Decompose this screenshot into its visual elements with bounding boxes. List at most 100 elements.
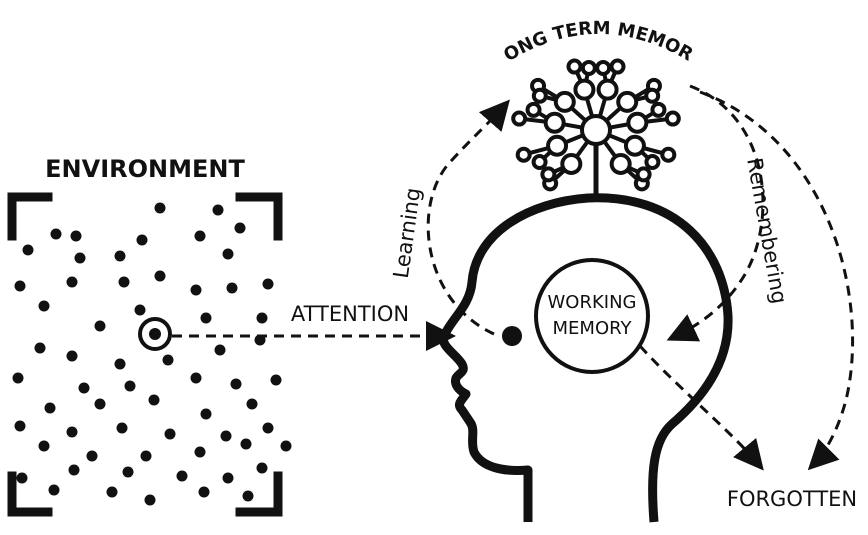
environment-dot <box>222 248 234 260</box>
environment-dot <box>118 276 130 288</box>
frame-corner-top-right <box>235 192 283 241</box>
environment-dot <box>212 204 224 216</box>
environment-dot <box>256 462 268 474</box>
environment-dot <box>78 382 90 394</box>
environment-dot <box>50 228 62 240</box>
environment-dot <box>94 398 106 410</box>
frame-corner-top-left <box>7 192 53 241</box>
environment-dot <box>114 250 126 262</box>
environment-dot <box>194 230 206 242</box>
environment-dot <box>48 484 60 496</box>
environment-dot <box>280 440 292 452</box>
neural-node <box>596 78 619 101</box>
environment-dot <box>262 422 274 434</box>
working-memory-label-line2: MEMORY <box>553 318 633 339</box>
environment-dot <box>240 438 252 450</box>
environment-dot <box>234 222 246 234</box>
head-outline <box>438 193 733 523</box>
environment-dot <box>194 446 206 458</box>
neural-node <box>580 59 597 76</box>
environment-dot <box>164 428 176 440</box>
environment-dot <box>38 440 50 452</box>
environment-dot <box>68 464 80 476</box>
environment-dot <box>190 284 202 296</box>
working-memory-label-line1: WORKING <box>548 292 637 313</box>
neural-node <box>546 134 569 157</box>
neural-node <box>650 101 667 118</box>
environment-dot <box>114 358 126 370</box>
environment-dot <box>144 494 156 506</box>
forgotten-arrow-from-working-memory <box>638 344 764 471</box>
long-term-memory-network <box>511 58 681 192</box>
environment-label: ENVIRONMENT <box>45 155 245 183</box>
frame-corner-bottom-left <box>7 471 53 517</box>
environment-dot <box>22 244 34 256</box>
neural-node <box>553 90 576 113</box>
environment-dot <box>134 304 146 316</box>
neural-node <box>609 152 632 175</box>
neural-node <box>626 111 649 134</box>
environment-dot <box>148 394 160 406</box>
environment-dot <box>124 380 136 392</box>
environment-dot <box>106 486 118 498</box>
neural-node <box>664 110 681 127</box>
environment-dot <box>66 276 78 288</box>
environment-dot <box>200 408 212 420</box>
head-eye <box>502 326 522 346</box>
environment-dot <box>176 470 188 482</box>
environment-dot <box>140 450 152 462</box>
environment-dot <box>220 430 232 442</box>
environment-dot <box>230 378 242 390</box>
environment-dot <box>70 230 82 242</box>
neural-node <box>515 146 532 163</box>
attention-label: ATTENTION <box>291 302 409 326</box>
learning-arrow <box>426 99 510 336</box>
neural-core-node <box>580 114 612 146</box>
environment-dot <box>162 354 174 366</box>
environment-dot <box>242 490 254 502</box>
environment-dot <box>226 282 238 294</box>
neural-node <box>511 110 528 127</box>
environment-dot <box>214 344 226 356</box>
neural-node <box>644 154 661 171</box>
environment-dot <box>246 398 258 410</box>
environment-frame <box>7 192 283 517</box>
environment-dots <box>12 202 292 506</box>
neural-node <box>560 152 583 175</box>
environment-dot <box>86 450 98 462</box>
environment-dot <box>34 342 46 354</box>
environment-dot <box>44 402 56 414</box>
environment-dot <box>14 420 26 432</box>
environment-dot <box>200 312 212 324</box>
environment-dot <box>116 422 128 434</box>
working-memory-circle <box>534 258 650 374</box>
environment-dot <box>262 278 274 290</box>
long-term-memory-label: LONG TERM MEMORY <box>0 0 697 66</box>
neural-node <box>623 134 646 157</box>
environment-dot <box>122 466 134 478</box>
environment-dot <box>94 320 106 332</box>
environment-dot <box>38 300 50 312</box>
environment-dot <box>222 472 234 484</box>
remembering-label: Remembering <box>742 156 791 306</box>
neural-node <box>573 78 596 101</box>
environment-dot <box>190 372 202 384</box>
learning-label: Learning <box>389 186 425 280</box>
environment-dot <box>270 374 282 386</box>
remembering-arrow <box>666 84 765 342</box>
neural-node <box>660 146 677 163</box>
attention-target <box>138 317 172 351</box>
environment-dot <box>66 350 78 362</box>
environment-dot <box>66 426 78 438</box>
neural-node <box>609 58 626 75</box>
neural-node <box>531 154 548 171</box>
environment-dot <box>12 372 24 384</box>
forgotten-arrow-from-long-term-memory <box>699 90 855 471</box>
environment-dot <box>136 234 148 246</box>
environment-dot <box>198 486 210 498</box>
neural-node <box>531 87 548 104</box>
neural-node <box>595 59 612 76</box>
neural-node <box>644 87 661 104</box>
neural-node <box>525 101 542 118</box>
